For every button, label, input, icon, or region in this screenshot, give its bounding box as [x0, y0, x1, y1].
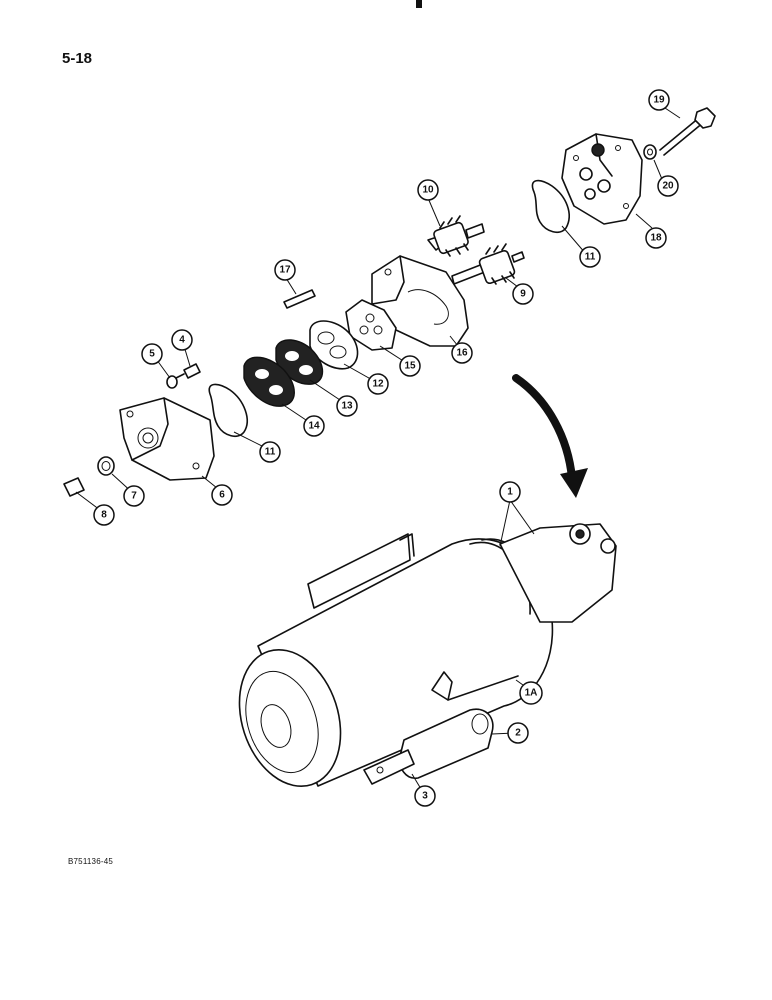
assembly-arrow — [512, 374, 588, 498]
svg-text:9: 9 — [520, 289, 526, 300]
part-gear-10 — [427, 215, 485, 257]
svg-text:11: 11 — [265, 447, 276, 458]
svg-text:1: 1 — [507, 487, 513, 498]
part-seal-14 — [243, 356, 295, 407]
callout-8: 8 — [93, 504, 115, 526]
callout-11-lower: 11 — [259, 441, 281, 463]
part-seal-ring-11-lower — [208, 383, 248, 438]
svg-text:14: 14 — [308, 421, 320, 432]
callout-20: 20 — [657, 175, 679, 197]
svg-text:12: 12 — [372, 379, 384, 390]
svg-text:5: 5 — [149, 349, 155, 360]
callout-16: 16 — [451, 342, 473, 364]
part-gear-shaft-9 — [451, 243, 525, 285]
svg-text:17: 17 — [279, 265, 291, 276]
svg-text:4: 4 — [179, 335, 185, 346]
callout-15: 15 — [399, 355, 421, 377]
page-number: 5-18 — [62, 50, 93, 67]
svg-text:8: 8 — [101, 510, 107, 521]
callout-1: 1 — [499, 481, 521, 503]
svg-text:2: 2 — [515, 728, 521, 739]
callout-18: 18 — [645, 227, 667, 249]
part-seal-13 — [275, 339, 324, 385]
callout-13: 13 — [336, 395, 358, 417]
part-clamp-3 — [363, 749, 415, 785]
callout-1A: 1A — [519, 681, 543, 705]
callout-2: 2 — [507, 722, 529, 744]
part-washer-5 — [166, 375, 178, 389]
svg-text:15: 15 — [404, 361, 416, 372]
callout-12: 12 — [367, 373, 389, 395]
part-seal-ring-11-upper — [531, 179, 570, 234]
part-fitting-8 — [63, 477, 85, 497]
svg-text:7: 7 — [131, 491, 137, 502]
part-bolt-4 — [175, 363, 201, 379]
callout-7: 7 — [123, 485, 145, 507]
part-bolt-19 — [659, 107, 716, 156]
callout-17: 17 — [274, 259, 296, 281]
callout-10: 10 — [417, 179, 439, 201]
figure-code: B751136-45 — [68, 857, 113, 866]
callout-6: 6 — [211, 484, 233, 506]
svg-text:20: 20 — [662, 181, 674, 192]
svg-text:13: 13 — [341, 401, 353, 412]
part-rear-cover-18 — [561, 133, 643, 225]
callout-4: 4 — [171, 329, 193, 351]
part-washer-20 — [643, 144, 657, 160]
svg-text:10: 10 — [422, 185, 434, 196]
callout-3: 3 — [414, 785, 436, 807]
callout-5: 5 — [141, 343, 163, 365]
part-front-housing-6 — [119, 397, 215, 481]
svg-text:11: 11 — [585, 252, 596, 263]
callout-19: 19 — [648, 89, 670, 111]
callout-14: 14 — [303, 415, 325, 437]
svg-text:18: 18 — [650, 233, 662, 244]
callout-11-upper: 11 — [579, 246, 601, 268]
callout-9: 9 — [512, 283, 534, 305]
svg-text:3: 3 — [422, 791, 428, 802]
svg-text:1A: 1A — [525, 688, 538, 699]
page-top-mark — [416, 0, 422, 8]
part-seal-7 — [97, 456, 115, 476]
svg-text:6: 6 — [219, 490, 225, 501]
svg-text:16: 16 — [456, 348, 468, 359]
part-motor-pump-assembly-1 — [238, 523, 617, 788]
svg-text:19: 19 — [653, 95, 665, 106]
part-dowel-pin-17 — [283, 289, 316, 309]
part-gasket-12 — [309, 320, 359, 370]
